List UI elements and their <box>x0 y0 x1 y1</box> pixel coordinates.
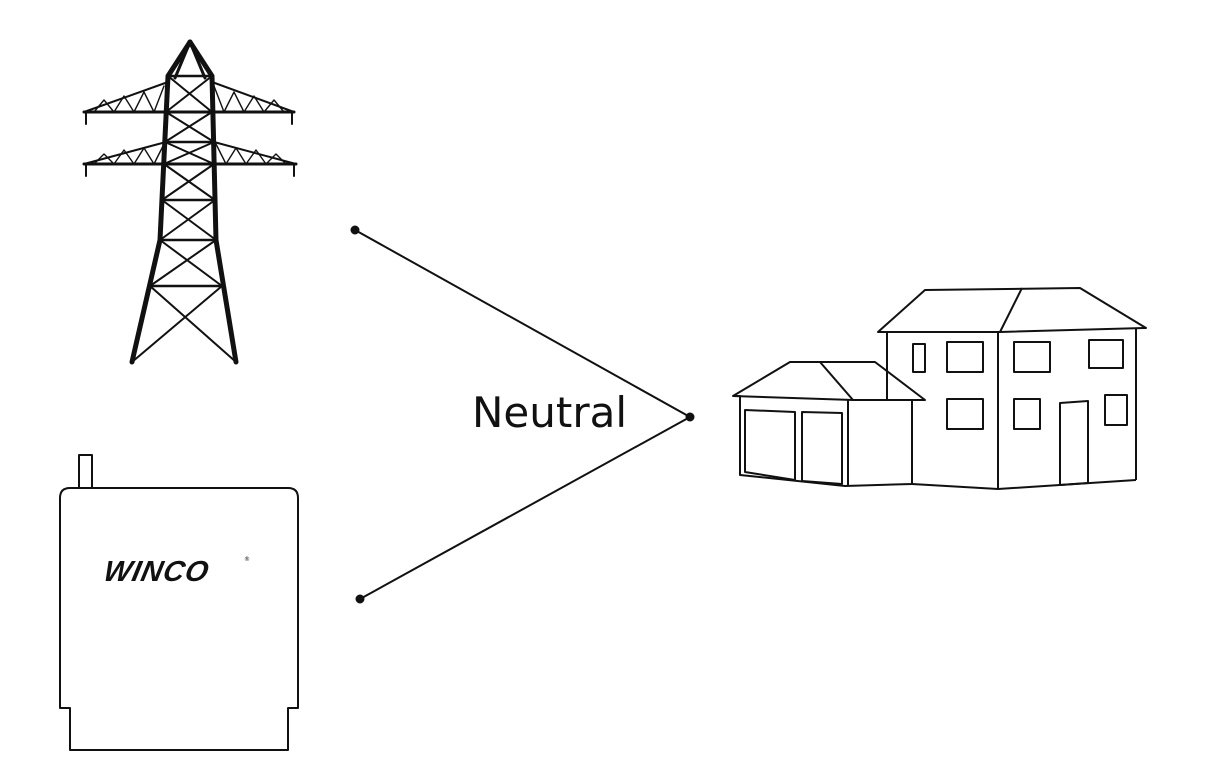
neutral-label: Neutral <box>472 388 628 437</box>
house-icon <box>732 287 1147 490</box>
utility-neutral-terminal <box>350 225 360 235</box>
generator-icon <box>59 454 299 751</box>
utility-neutral-wire <box>354 229 691 418</box>
generator-neutral-terminal <box>355 594 365 604</box>
neutral-connection <box>350 225 695 604</box>
registered-mark: ® <box>244 556 250 563</box>
load-neutral-terminal <box>685 412 695 422</box>
generator-neutral-wire <box>359 416 691 600</box>
transmission-tower-icon <box>82 39 298 365</box>
generator-brand-logo: WINCO <box>100 556 213 588</box>
